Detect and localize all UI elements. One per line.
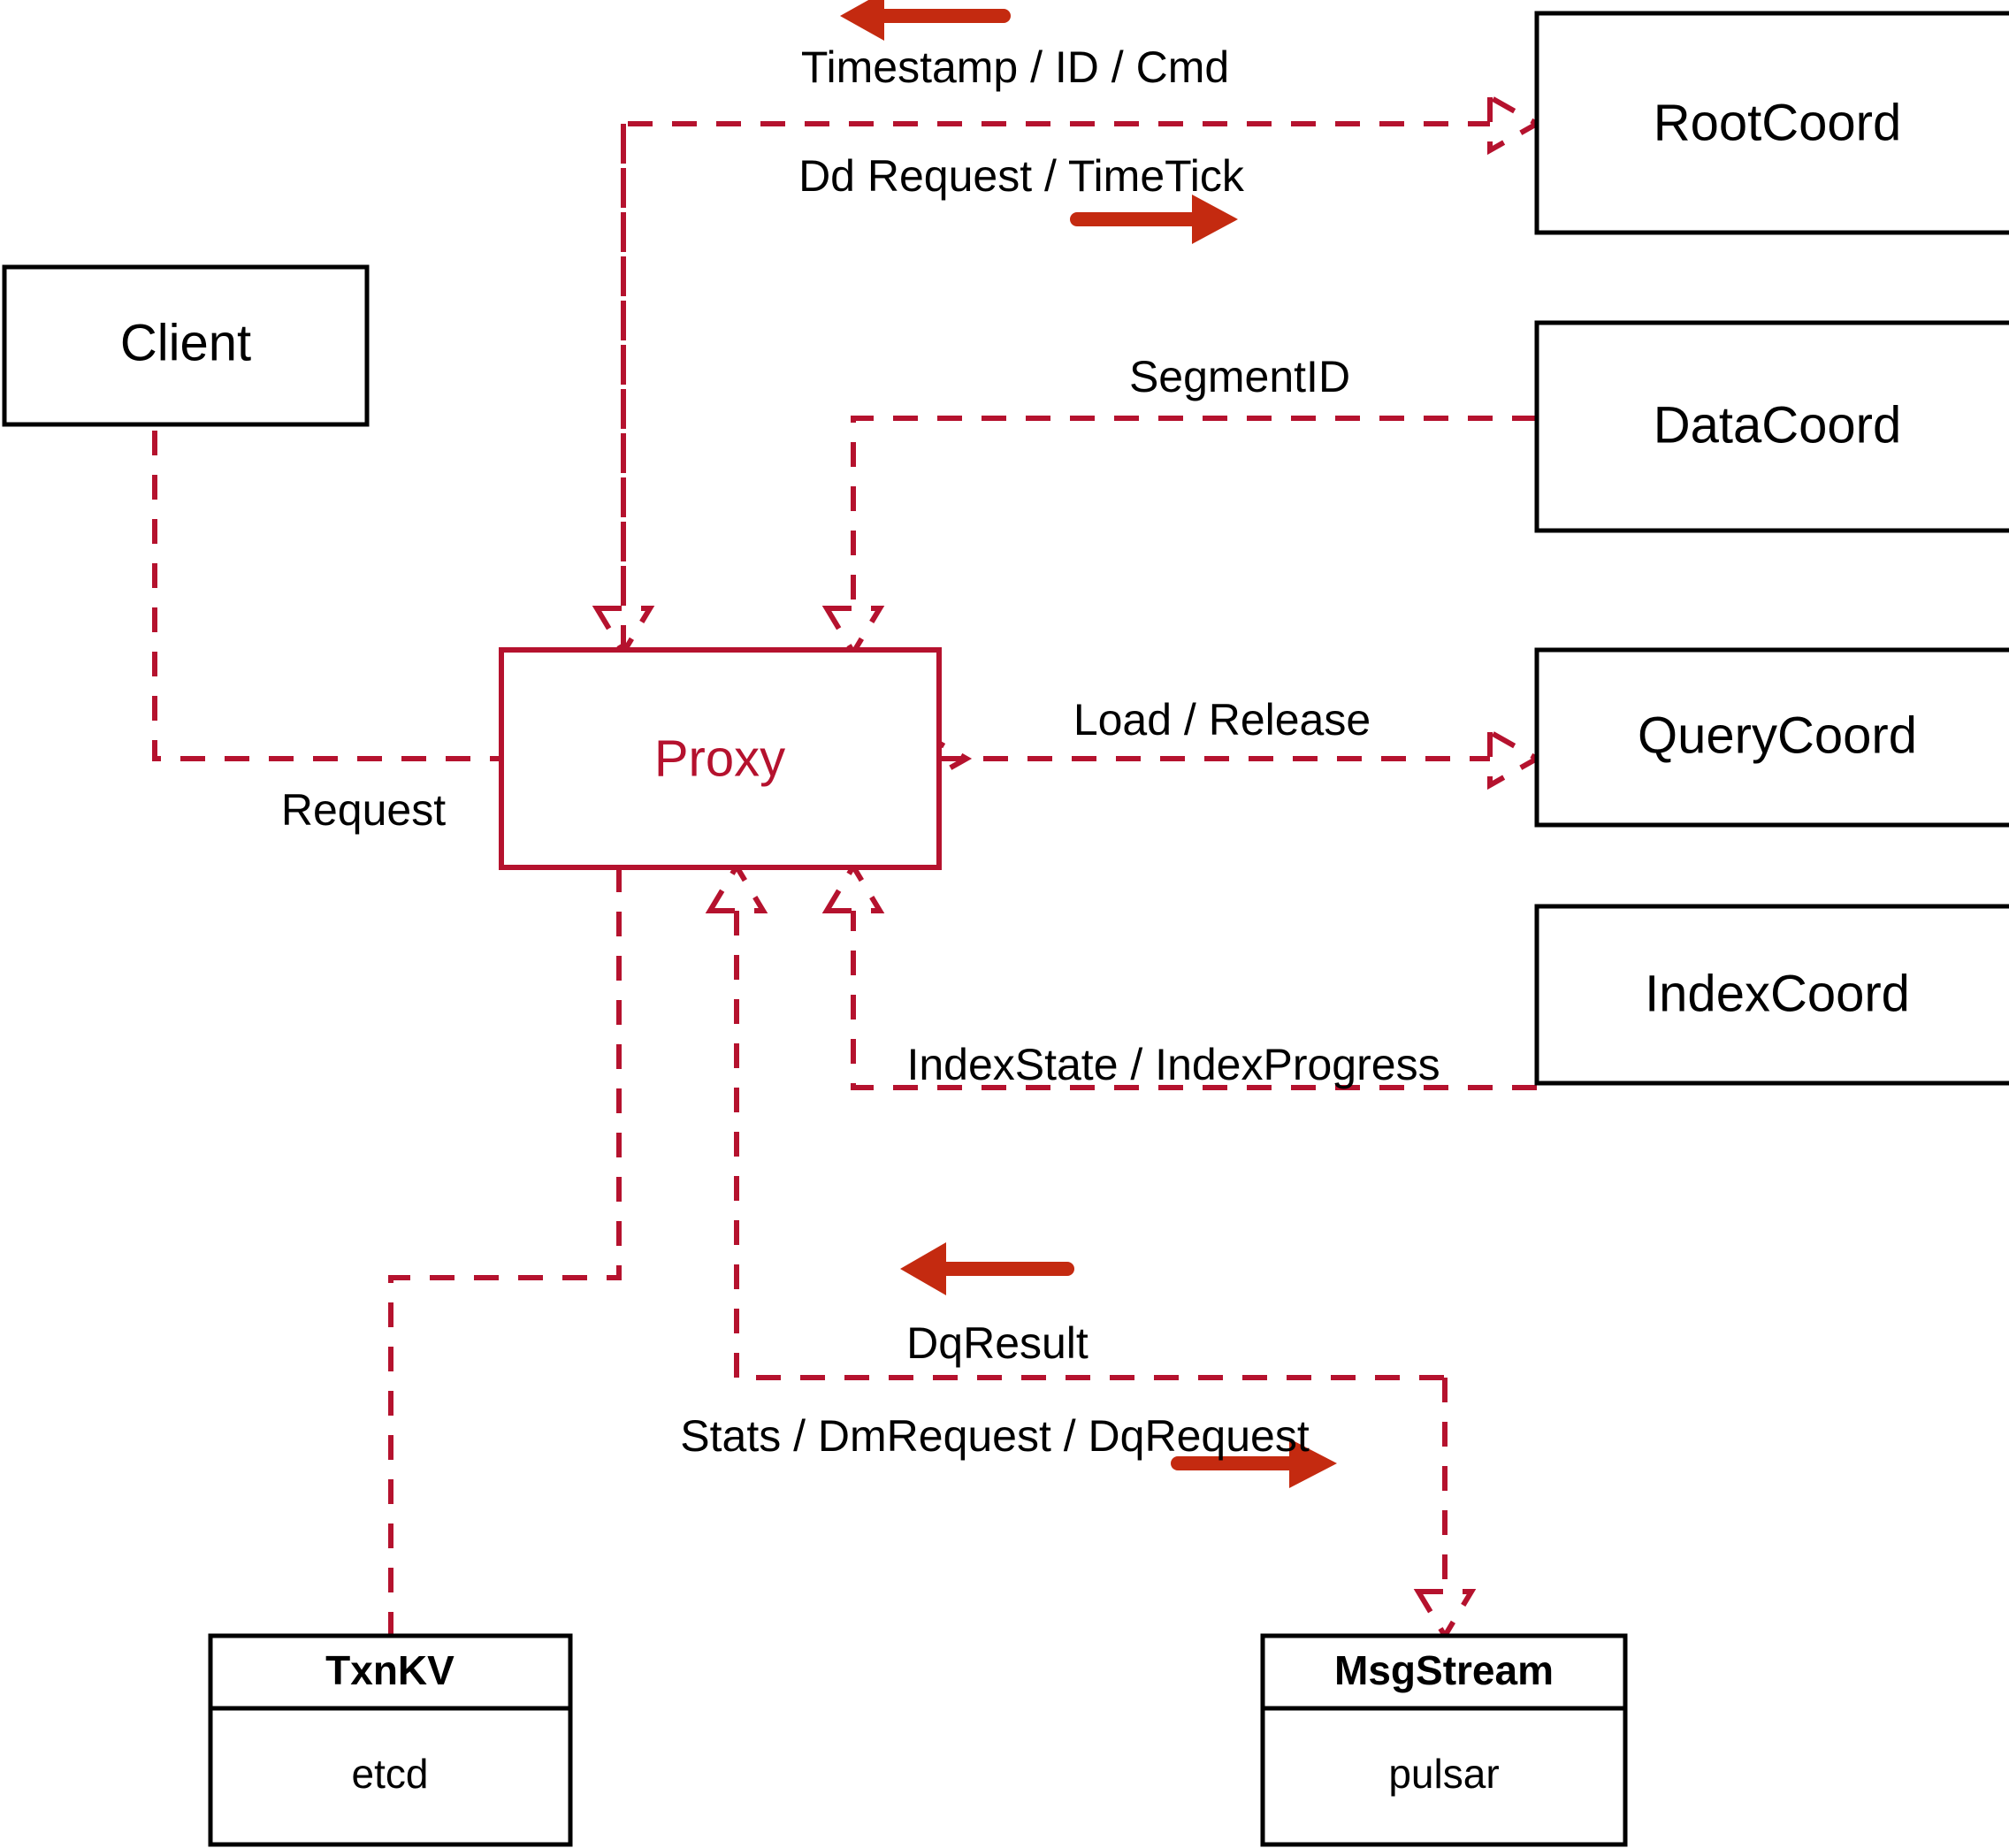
edge-dd-request-timetick-arrowhead <box>1487 92 1543 156</box>
edge-request-path <box>152 386 920 761</box>
node-query-coord-box <box>1534 647 2009 828</box>
node-proxy[interactable]: Proxy <box>499 647 942 870</box>
node-proxy-label: Proxy <box>654 729 785 787</box>
node-index-coord-label: IndexCoord <box>1645 965 1910 1022</box>
edge-load-release <box>939 727 1543 790</box>
node-query-coord-label: QueryCoord <box>1638 706 1917 764</box>
edge-segment-id-path <box>851 416 1537 608</box>
edge-label-segment-id: SegmentID <box>1129 352 1350 401</box>
edge-label-dd-request-timetick: Dd Request / TimeTick <box>798 151 1245 201</box>
node-query-coord[interactable]: QueryCoord <box>1534 647 2009 828</box>
arrow-right-icon-ddrequest <box>1070 195 1238 244</box>
node-client-box <box>2 264 370 427</box>
node-data-coord-label: DataCoord <box>1654 396 1901 454</box>
arrow-left-icon-timestamp <box>840 0 1011 41</box>
node-txnkv-impl: etcd <box>352 1751 429 1797</box>
arrow-right-icon-statsrequest <box>1171 1439 1337 1488</box>
edge-segment-id <box>821 416 1537 658</box>
node-data-coord-box <box>1534 320 2009 533</box>
node-msgstream-title: MsgStream <box>1334 1647 1554 1693</box>
node-proxy-box <box>499 647 942 870</box>
node-index-coord[interactable]: IndexCoord <box>1534 904 2009 1086</box>
edge-request <box>152 386 973 790</box>
node-root-coord-label: RootCoord <box>1654 94 1901 151</box>
arrow-left-icon-dqresult <box>900 1242 1074 1295</box>
edge-segment-id-arrowhead <box>821 606 885 658</box>
edge-dq-result-path <box>734 911 1445 1380</box>
edge-proxy-txnkv-path <box>388 867 622 1636</box>
arrow-right-icon-ddrequest-head <box>1192 195 1238 244</box>
edge-label-stats-dm-dq-request: Stats / DmRequest / DqRequest <box>680 1411 1310 1461</box>
node-index-coord-box <box>1534 904 2009 1086</box>
edge-request-arrowhead <box>917 727 973 790</box>
edge-index-state-progress-path <box>851 911 1537 1090</box>
node-msgstream-impl: pulsar <box>1388 1751 1499 1797</box>
node-root-coord-box <box>1534 11 2009 235</box>
edge-stats-dm-dq-request-arrowhead <box>1413 1589 1477 1641</box>
edge-label-request: Request <box>281 785 446 835</box>
node-data-coord[interactable]: DataCoord <box>1534 320 2009 533</box>
edge-dq-result <box>705 861 1445 1380</box>
edge-label-load-release: Load / Release <box>1073 695 1371 745</box>
edge-dq-result-arrowhead <box>705 861 768 913</box>
edge-label-index-state-progress: IndexState / IndexProgress <box>906 1040 1440 1089</box>
edge-dd-request-timetick <box>621 92 1543 650</box>
edge-dd-request-timetick-path <box>621 121 1490 650</box>
edge-index-state-progress-arrowhead <box>821 861 885 913</box>
arrow-left-icon-timestamp-head <box>840 0 884 41</box>
arrow-right-icon-statsrequest-head <box>1289 1439 1337 1488</box>
edge-label-timestamp-id-cmd: Timestamp / ID / Cmd <box>801 42 1229 92</box>
node-root-coord[interactable]: RootCoord <box>1534 11 2009 235</box>
node-txnkv-box <box>208 1633 573 1847</box>
edge-proxy-txnkv <box>388 867 622 1636</box>
node-msgstream[interactable]: MsgStream pulsar <box>1260 1633 1628 1847</box>
edge-timestamp-id-cmd <box>592 124 655 658</box>
edge-label-dq-result: DqResult <box>906 1318 1089 1368</box>
node-client[interactable]: Client <box>2 264 370 427</box>
edge-load-release-arrowhead <box>1487 727 1543 790</box>
node-txnkv-title: TxnKV <box>325 1647 455 1693</box>
node-msgstream-box <box>1260 1633 1628 1847</box>
edge-stats-dm-dq-request <box>1413 1378 1477 1641</box>
node-client-label: Client <box>120 314 251 371</box>
arrow-left-icon-dqresult-head <box>900 1242 946 1295</box>
edge-index-state-progress <box>821 861 1537 1090</box>
node-txnkv[interactable]: TxnKV etcd <box>208 1633 573 1847</box>
